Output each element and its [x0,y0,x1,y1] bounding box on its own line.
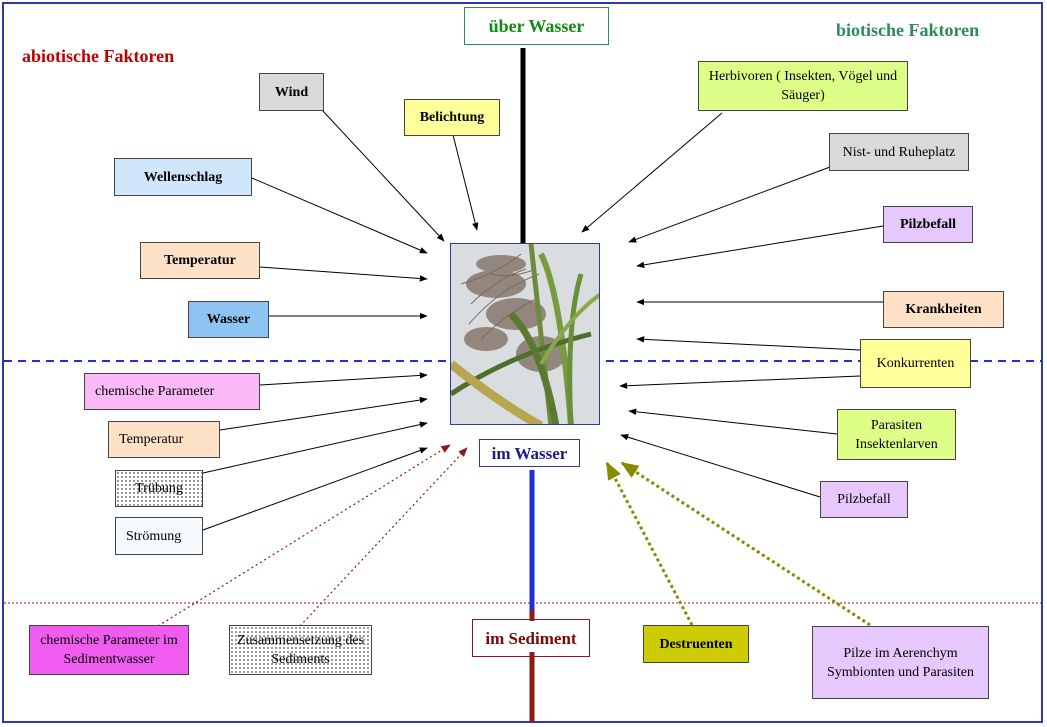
factor-pilzbefall-water: Pilzbefall [820,481,908,518]
factor-chemische-parameter: chemische Parameter [84,373,260,410]
arrow-nistplatz [628,166,831,243]
arrow-destruenten [605,461,694,626]
arrow-herbivoren [581,112,723,233]
arrow-zusammensetzung [299,447,468,627]
factor-wasser: Wasser [188,301,269,338]
factor-wind: Wind [259,73,324,111]
factor-truebung: Trübung [115,470,203,507]
factor-temperatur: Temperatur [140,242,260,279]
arrow-pilze-aerenchym [620,461,871,627]
factor-nist-ruheplatz: Nist- und Ruheplatz [829,133,969,171]
factor-destruenten: Destruenten [643,625,749,663]
factor-wellenschlag: Wellenschlag [114,158,252,196]
abiotic-heading: abiotische Faktoren [22,46,175,66]
arrow-wind [321,109,445,242]
in-sediment-label: im Sediment [472,619,590,657]
factor-belichtung: Belichtung [404,99,500,136]
arrow-konkurrenten-down [619,375,861,389]
arrow-pilzbefall [636,225,884,269]
factor-pilzbefall: Pilzbefall [883,206,973,243]
arrow-pilzbefall-water [620,434,821,498]
factor-krankheiten: Krankheiten [883,291,1004,328]
factor-konkurrenten: Konkurrenten [860,339,971,388]
arrow-chem-sediment [157,444,451,627]
biotic-heading: biotische Faktoren [836,20,980,40]
factor-temperatur-water: Temperatur [108,421,220,458]
arrow-truebung [202,421,428,474]
arrow-belichtung [452,134,479,231]
arrow-konkurrenten-up [636,336,861,351]
arrow-temperatur-water [219,396,428,431]
factor-stroemung: Strömung [115,517,203,555]
factor-parasiten-insektenlarven: Parasiten Insektenlarven [837,409,956,460]
arrow-parasiten [628,408,838,435]
factor-chemische-parameter-sediment: chemische Parameter im Sedimentwasser [29,625,189,675]
arrow-temperatur [259,266,428,282]
reed-plant-image [450,243,600,425]
in-water-label: im Wasser [479,439,580,467]
arrow-stroemung [202,447,428,531]
factor-pilze-aerenchym: Pilze im Aerenchym Symbionten und Parasi… [812,626,989,699]
factor-herbivoren: Herbivoren ( Insekten, Vögel und Säuger) [698,61,908,111]
arrow-chem-param [259,372,428,386]
arrow-wellenschlag [251,177,428,254]
above-water-label: über Wasser [464,7,609,45]
factor-zusammensetzung: Zusammensetzung des Sediments [229,625,372,675]
